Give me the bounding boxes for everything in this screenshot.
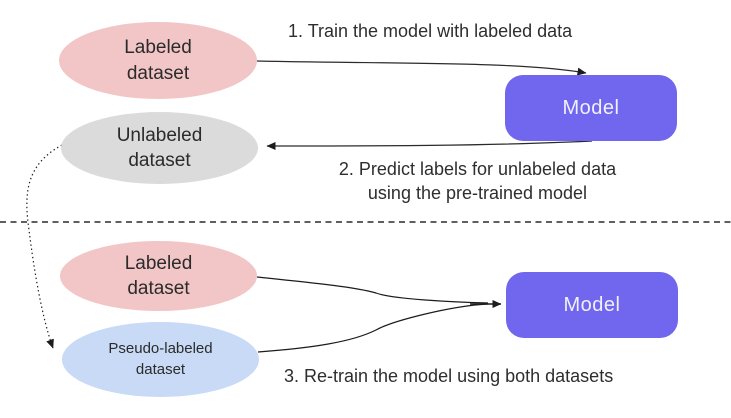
model-label-bottom: Model [563, 293, 621, 316]
step3-label: 3. Re-train the model using both dataset… [284, 366, 614, 386]
step1-label: 1. Train the model with labeled data [288, 21, 573, 41]
retrain-merge-curve-top [256, 276, 489, 304]
predict-arrow [266, 140, 593, 150]
pseudo-labeled-dataset-ellipse: Pseudo-labeled dataset [62, 322, 259, 397]
train-arrow [256, 60, 587, 76]
model-box-top: Model [505, 75, 677, 141]
retrain-merge-curve-bottom [257, 303, 489, 353]
labeled-dataset-label-top: Labeled dataset [124, 37, 192, 84]
unlabeled-dataset-label: Unlabeled dataset [116, 124, 203, 171]
pseudo-labeled-dataset-label: Pseudo-labeled dataset [108, 340, 213, 378]
step2-label: 2. Predict labels for unlabeled data usi… [338, 159, 617, 203]
labeled-dataset-ellipse-bottom: Labeled dataset [60, 241, 257, 311]
unlabeled-dataset-ellipse: Unlabeled dataset [61, 112, 258, 184]
model-label-top: Model [562, 96, 620, 119]
labeled-dataset-ellipse-top: Labeled dataset [59, 22, 257, 99]
labeled-dataset-label-bottom: Labeled dataset [124, 252, 193, 299]
pseudo-label-dotted-arrow [26, 144, 63, 349]
model-box-bottom: Model [506, 272, 678, 338]
